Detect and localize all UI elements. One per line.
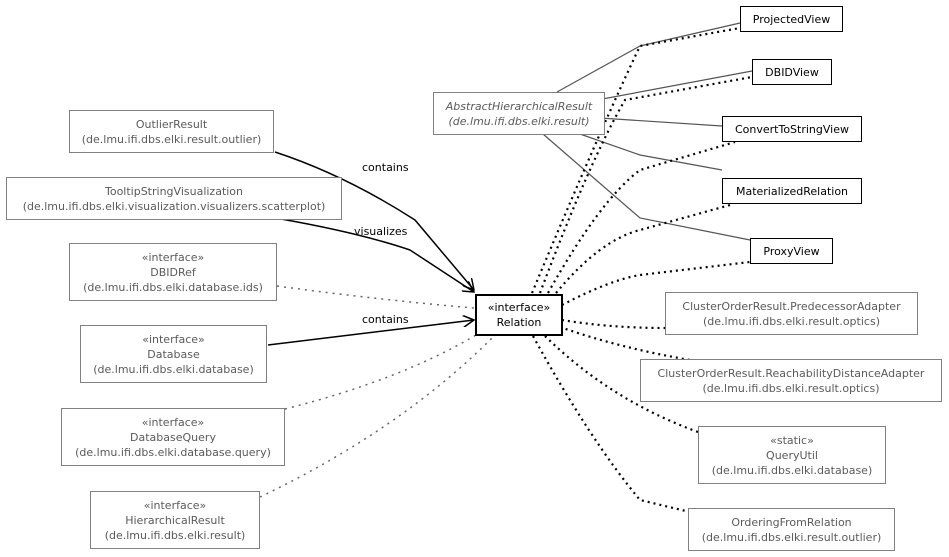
class-name: MaterializedRelation [735,184,849,198]
materialized-relation-node[interactable]: MaterializedRelation [722,178,862,204]
package-name: (de.lmu.ifi.dbs.elki.result.outlier) [81,132,262,146]
hierarchical-result-node[interactable]: «interface» HierarchicalResult (de.lmu.i… [90,491,260,549]
edge-predecessor-relation [561,318,666,330]
edge-dbidview-relation [538,75,753,294]
database-node[interactable]: «interface» Database (de.lmu.ifi.dbs.elk… [80,325,267,383]
ordering-from-relation-node[interactable]: OrderingFromRelation (de.lmu.ifi.dbs.elk… [688,508,895,551]
query-util-node[interactable]: «static» QueryUtil (de.lmu.ifi.dbs.elki.… [698,426,886,484]
relation-node[interactable]: «interface» Relation [475,294,563,336]
dbid-view-node[interactable]: DBIDView [752,59,832,85]
class-name: OutlierResult [135,117,208,131]
predecessor-adapter-node[interactable]: ClusterOrderResult.PredecessorAdapter (d… [665,292,918,335]
edge-database-contains [267,320,474,346]
dbidref-node[interactable]: «interface» DBIDRef (de.lmu.ifi.dbs.elki… [69,243,277,301]
abstract-hierarchical-result-node[interactable]: AbstractHierarchicalResult (de.lmu.ifi.d… [433,92,605,135]
projected-view-node[interactable]: ProjectedView [740,6,843,32]
edge-hierarchicalresult-dependency [259,337,493,498]
package-name: (de.lmu.ifi.dbs.elki.database) [711,463,873,477]
proxy-view-node[interactable]: ProxyView [750,238,833,264]
edge-dbidref-dependency [276,285,475,309]
edge-label-database-contains: contains [362,313,409,326]
edge-converttostringview-relation [547,140,736,294]
edge-ahr-projectedview [556,22,741,93]
package-name: (de.lmu.ifi.dbs.elki.result) [448,114,590,128]
edge-tooltip-visualizes [280,218,474,292]
outlier-result-node[interactable]: OutlierResult (de.lmu.ifi.dbs.elki.resul… [69,110,274,153]
edge-projectedview-relation [530,26,741,294]
edge-ahr-materializedrelation [579,133,723,171]
class-name: ClusterOrderResult.PredecessorAdapter [682,299,901,313]
stereotype: «interface» [141,415,205,429]
edge-queryutil-relation [544,335,699,434]
class-name: Database [147,347,200,361]
class-name: OrderingFromRelation [731,515,852,529]
class-name: DBIDRef [150,265,196,279]
class-name: DatabaseQuery [130,430,216,444]
stereotype: «interface» [143,498,207,512]
class-name: ClusterOrderResult.ReachabilityDistanceA… [657,366,925,380]
reachability-distance-adapter-node[interactable]: ClusterOrderResult.ReachabilityDistanceA… [640,359,942,402]
edge-ahr-converttostringview [599,117,723,127]
package-name: (de.lmu.ifi.dbs.elki.visualization.visua… [22,199,326,213]
class-name: ProxyView [763,244,820,258]
tooltip-string-visualization-node[interactable]: TooltipStringVisualization (de.lmu.ifi.d… [6,177,342,220]
edge-ahr-dbidview [596,70,753,101]
package-name: (de.lmu.ifi.dbs.elki.database) [93,362,254,376]
class-name: Relation [496,316,542,329]
package-name: (de.lmu.ifi.dbs.elki.result.optics) [702,381,880,395]
edge-label-tooltip-visualizes: visualizes [354,225,408,238]
package-name: (de.lmu.ifi.dbs.elki.database.ids) [83,280,263,294]
class-name: ProjectedView [752,12,831,26]
package-name: (de.lmu.ifi.dbs.elki.result.optics) [703,314,880,328]
stereotype: «static» [770,433,814,447]
database-query-node[interactable]: «interface» DatabaseQuery (de.lmu.ifi.db… [61,408,285,466]
stereotype: «interface» [487,301,551,314]
edge-orderingfromrelation-relation [532,335,691,514]
edge-databasequery-dependency [284,334,477,410]
class-name: HierarchicalResult [125,513,225,527]
package-name: (de.lmu.ifi.dbs.elki.result.outlier) [701,530,882,544]
stereotype: «interface» [142,332,205,346]
class-name: QueryUtil [766,448,818,462]
class-name: AbstractHierarchicalResult [445,99,593,113]
class-name: TooltipStringVisualization [104,184,244,198]
edge-label-outlier-contains: contains [362,161,409,174]
edge-ahr-proxyview [542,133,751,241]
package-name: (de.lmu.ifi.dbs.elki.result) [104,528,246,542]
edge-outlier-contains [274,151,474,290]
stereotype: «interface» [141,250,205,264]
class-name: ConvertToStringView [734,122,849,136]
class-name: DBIDView [765,65,819,79]
convert-to-string-view-node[interactable]: ConvertToStringView [722,116,862,142]
package-name: (de.lmu.ifi.dbs.elki.database.query) [75,445,271,459]
